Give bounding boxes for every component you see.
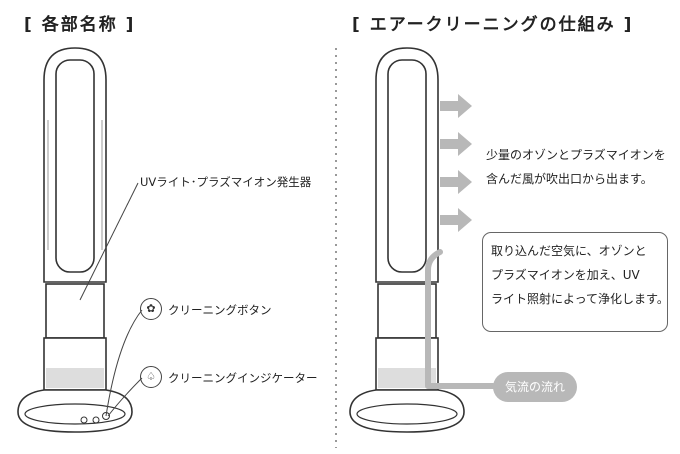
note-outflow-line-1: 少量のオゾンとプラズマイオンを [486,148,666,162]
outflow-arrows [440,94,472,232]
left-leader-lines [79,182,143,417]
label-cleaning-indicator: クリーニングインジケーター [168,371,318,385]
label-cleaning-button: クリーニングボタン [168,303,272,317]
note-outflow-line-2: 含んだ風が吹出口から出ます。 [486,172,653,186]
purification-note-box: 取り込んだ空気に、オゾンと プラズマイオンを加え、UV ライト照射によって浄化し… [482,232,669,332]
left-tower-illustration [17,47,133,433]
airflow-path [425,249,496,389]
note-box-line-1: 取り込んだ空気に、オゾンと [491,244,647,258]
airflow-label: 気流の流れ [493,372,577,402]
note-box-line-2: プラズマイオンを加え、UV [491,268,640,282]
note-box-line-3: ライト照射によって浄化します。 [491,292,669,306]
section-header-parts: [ 各部名称 ] [24,15,136,35]
label-uv-plasma-generator: UVライト･プラズマイオン発生器 [140,175,312,189]
section-header-mechanism: [ エアークリーニングの仕組み ] [352,15,634,35]
indicator-icon: ♤ [140,366,162,388]
right-tower-illustration [349,47,465,433]
clean-button-icon: ✿ [140,298,162,320]
